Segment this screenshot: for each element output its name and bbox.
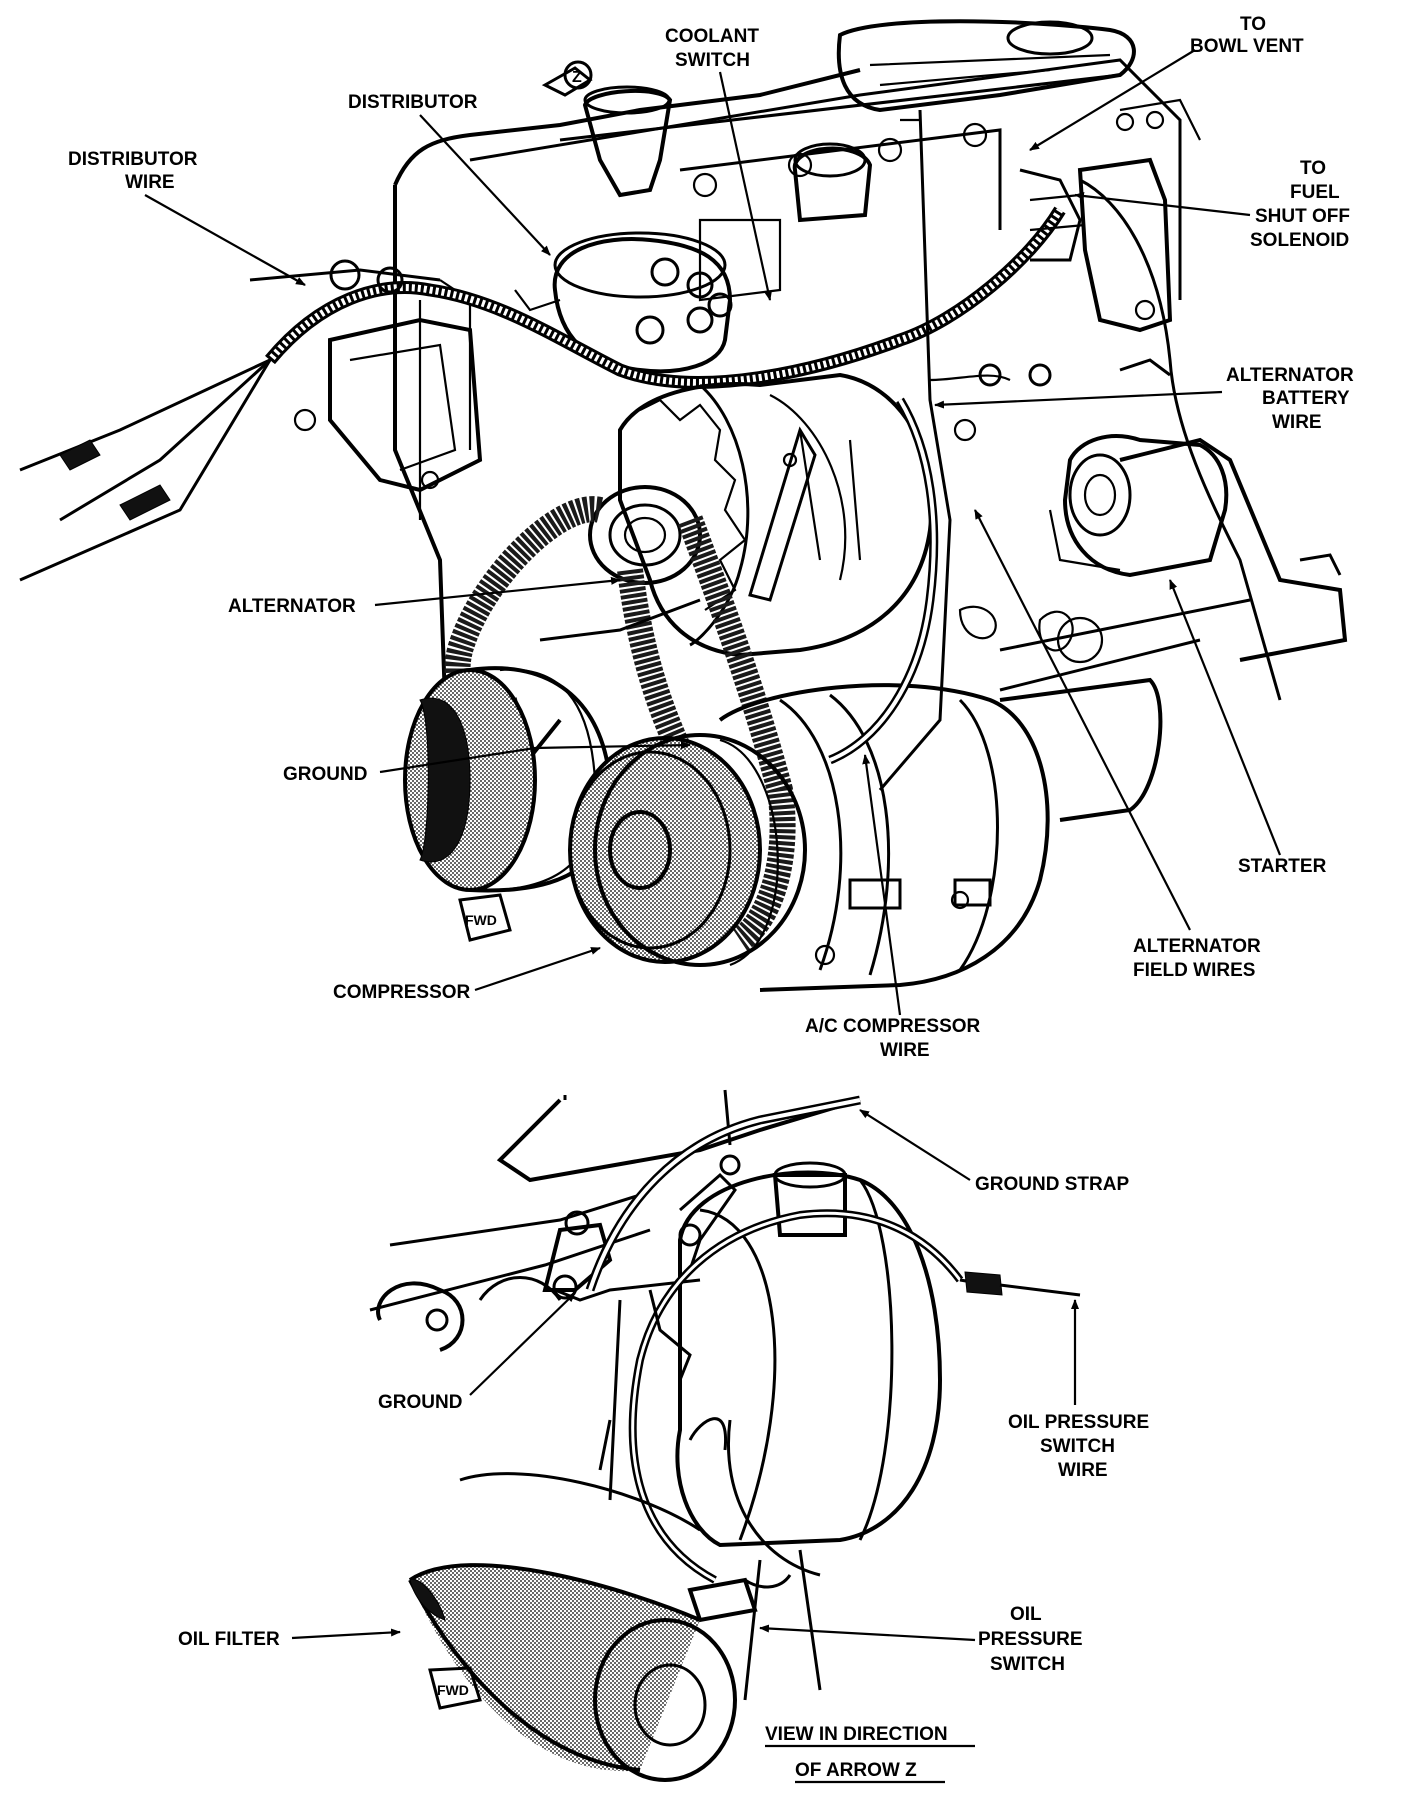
oil-pressure-switch-label-line1: OIL: [1010, 1604, 1042, 1625]
to-fuel-shutoff-label-line1: TO: [1300, 158, 1326, 179]
engine-top-view: Z: [19, 19, 1348, 992]
to-fuel-shutoff-label-line3: SHUT OFF: [1255, 206, 1350, 227]
compressor-illustration: [718, 683, 1050, 992]
arrow-z-letter: Z: [572, 69, 582, 86]
fwd-bottom-text: FWD: [437, 1682, 469, 1698]
distributor-wire-label-line1: DISTRIBUTOR: [68, 149, 198, 170]
oil-filter-illustration: [408, 1563, 737, 1782]
alternator-battery-wire-label-line1: ALTERNATOR: [1226, 365, 1354, 386]
alternator-field-wires-label-line1: ALTERNATOR: [1133, 936, 1261, 957]
ground-strap-label: GROUND STRAP: [975, 1174, 1129, 1195]
fwd-top-text: FWD: [465, 912, 497, 928]
coolant-switch-label-line1: COOLANT: [665, 26, 759, 47]
oil-pressure-switch-label-line3: SWITCH: [990, 1654, 1065, 1675]
ac-compressor-wire-label-line2: WIRE: [880, 1040, 930, 1061]
alternator-label: ALTERNATOR: [228, 596, 356, 617]
starter-label: STARTER: [1238, 856, 1327, 877]
alternator-battery-wire-label-line2: BATTERY: [1262, 388, 1350, 409]
oil-pressure-switch-wire-label-line1: OIL PRESSURE: [1008, 1412, 1149, 1433]
alternator-pulley: [588, 485, 702, 585]
to-bowl-vent-label-line2: BOWL VENT: [1190, 36, 1304, 57]
arrow-z-marker: Z: [541, 60, 593, 97]
ac-compressor-wire-label-line1: A/C COMPRESSOR: [805, 1016, 981, 1037]
bottom-callouts: GROUND STRAP GROUND OIL PRESSURE SWITCH …: [178, 1109, 1149, 1784]
fwd-bottom-marker: FWD: [428, 1666, 482, 1710]
coolant-switch-label-line2: SWITCH: [675, 50, 750, 71]
ground-bottom-label: GROUND: [378, 1392, 462, 1413]
crank-pulley-illustration: [403, 666, 614, 893]
compressor-label: COMPRESSOR: [333, 982, 471, 1003]
alternator-battery-wire-label-line3: WIRE: [1272, 412, 1322, 433]
view-caption-line2: OF ARROW Z: [795, 1760, 917, 1781]
to-fuel-shutoff-label-line4: SOLENOID: [1250, 230, 1349, 251]
to-bowl-vent-label-line1: TO: [1240, 14, 1266, 35]
ground-top-label: GROUND: [283, 764, 367, 785]
distributor-label: DISTRIBUTOR: [348, 92, 478, 113]
oil-pressure-switch-wire-label-line3: WIRE: [1058, 1460, 1108, 1481]
oil-filter-label: OIL FILTER: [178, 1629, 280, 1650]
distributor-wire-harness: [19, 206, 1066, 582]
oil-pressure-switch-wire-label-line2: SWITCH: [1040, 1436, 1115, 1457]
oil-pressure-switch-label-line2: PRESSURE: [978, 1629, 1083, 1650]
to-fuel-shutoff-label-line2: FUEL: [1290, 182, 1340, 203]
detail-view-arrow-z: FWD: [369, 1089, 1081, 1782]
view-caption-line1: VIEW IN DIRECTION: [765, 1724, 948, 1745]
fwd-top-marker: FWD: [458, 893, 512, 942]
compressor-pulley: [568, 733, 807, 967]
top-callouts: TO BOWL VENT COOLANT SWITCH DISTRIBUTOR …: [68, 14, 1354, 1061]
starter-illustration: [1048, 434, 1229, 578]
distributor-wire-label-line2: WIRE: [125, 172, 175, 193]
alternator-field-wires-label-line2: FIELD WIRES: [1133, 960, 1255, 981]
